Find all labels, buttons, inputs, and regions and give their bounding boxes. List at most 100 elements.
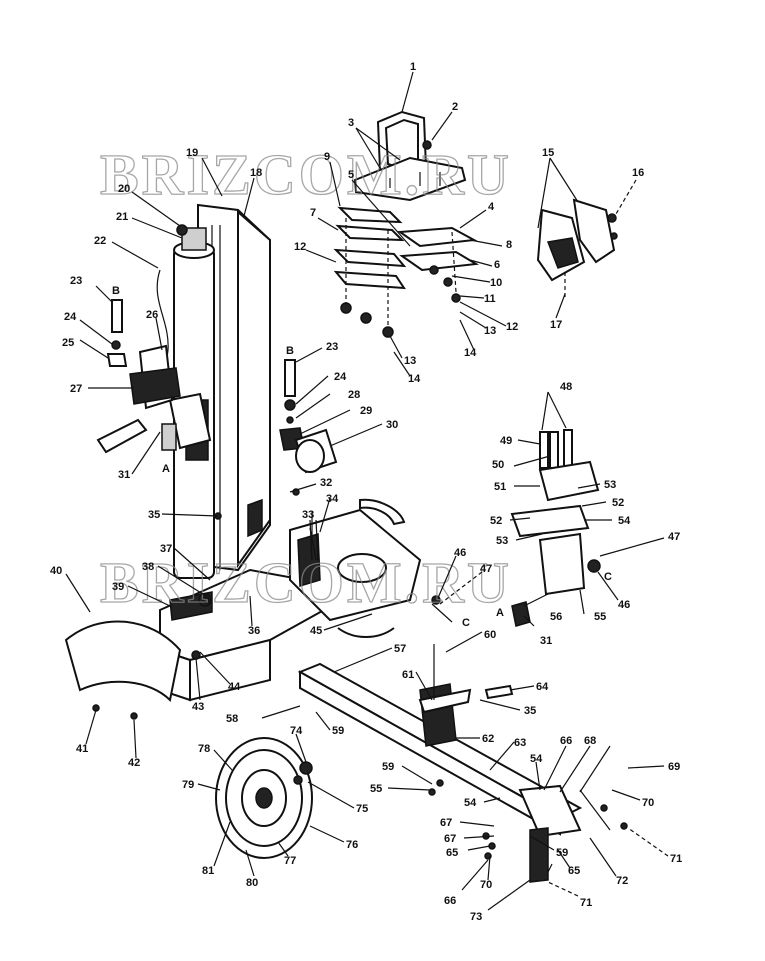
fittings-center: [279, 359, 338, 474]
engine-mount: [289, 498, 422, 638]
vertical-beam: [197, 203, 271, 572]
callout-73: 73: [470, 911, 482, 923]
callout-8: 8: [506, 239, 512, 251]
callout-6: 6: [494, 259, 500, 271]
callout-66b: 66: [444, 895, 456, 907]
callout-20: 20: [118, 183, 130, 195]
callout-60: 60: [484, 629, 496, 641]
watermark-middle: BRIZCOM.RU: [100, 550, 512, 615]
callout-10: 10: [490, 277, 502, 289]
callout-65b: 65: [568, 865, 580, 877]
callout-9: 9: [324, 151, 330, 163]
callout-62: 62: [482, 733, 494, 745]
callout-46b: 46: [618, 599, 630, 611]
tongue-beam: [297, 662, 583, 883]
callout-4: 4: [488, 201, 495, 213]
callout-78: 78: [198, 743, 210, 755]
callout-72: 72: [616, 875, 628, 887]
callout-35b: 35: [524, 705, 536, 717]
callout-56: 56: [550, 611, 562, 623]
callout-67b: 67: [444, 833, 456, 845]
guide-plates: [333, 206, 407, 338]
callout-67: 67: [440, 817, 452, 829]
callout-25: 25: [62, 337, 74, 349]
pump-coupling: [510, 429, 601, 627]
hydraulic-cylinder: [168, 224, 215, 579]
callout-11: 11: [484, 293, 496, 305]
callout-labels: 1 2 3 9 5 4 7 12 8 6 10 11 12 13 14 13 1…: [50, 61, 682, 923]
callout-57: 57: [394, 643, 406, 655]
callout-5: 5: [348, 169, 354, 181]
callout-40: 40: [50, 565, 62, 577]
watermark-top: BRIZCOM.RU: [100, 142, 512, 207]
callout-33: 33: [302, 509, 314, 521]
callout-52: 52: [490, 515, 502, 527]
callout-23: 23: [70, 275, 82, 287]
callout-42: 42: [128, 757, 140, 769]
callout-49: 49: [500, 435, 512, 447]
callout-70b: 70: [480, 879, 492, 891]
callout-14: 14: [464, 347, 477, 359]
callout-2: 2: [452, 101, 458, 113]
callout-26: 26: [146, 309, 158, 321]
callout-75: 75: [356, 803, 368, 815]
callout-13b: 13: [404, 355, 416, 367]
callout-54c: 54: [530, 753, 543, 765]
callout-35: 35: [148, 509, 160, 521]
callout-59: 59: [332, 725, 344, 737]
callout-22: 22: [94, 235, 106, 247]
callout-B: B: [112, 285, 120, 297]
callout-52b: 52: [612, 497, 624, 509]
callout-48: 48: [560, 381, 572, 393]
callout-76: 76: [346, 839, 358, 851]
callout-3: 3: [348, 117, 354, 129]
callout-66: 66: [560, 735, 572, 747]
callout-41: 41: [76, 743, 88, 755]
callout-16: 16: [632, 167, 644, 179]
callout-18: 18: [250, 167, 262, 179]
callout-Cb: C: [604, 571, 612, 583]
callout-38: 38: [142, 561, 154, 573]
callout-28: 28: [348, 389, 360, 401]
callout-23b: 23: [326, 341, 338, 353]
callout-12b: 12: [506, 321, 518, 333]
callout-A2: A: [496, 607, 504, 619]
callout-A: A: [162, 463, 170, 475]
callout-46: 46: [454, 547, 466, 559]
fender: [64, 620, 182, 703]
slide-plates: [397, 226, 480, 303]
callout-29: 29: [360, 405, 372, 417]
callout-74: 74: [290, 725, 303, 737]
callout-58: 58: [226, 713, 238, 725]
callout-71: 71: [670, 853, 682, 865]
callout-C: C: [462, 617, 470, 629]
wheel: [215, 737, 313, 859]
callout-80: 80: [246, 877, 258, 889]
callout-69: 69: [668, 761, 680, 773]
callout-17: 17: [550, 319, 562, 331]
callout-59c: 59: [556, 847, 568, 859]
callout-24b: 24: [334, 371, 347, 383]
callout-51: 51: [494, 481, 506, 493]
callout-36: 36: [248, 625, 260, 637]
callout-31b: 31: [540, 635, 552, 647]
callout-61: 61: [402, 669, 414, 681]
callout-50: 50: [492, 459, 504, 471]
callout-55: 55: [594, 611, 606, 623]
callout-47b: 47: [668, 531, 680, 543]
callout-43: 43: [192, 701, 204, 713]
callout-54: 54: [618, 515, 631, 527]
callout-64: 64: [536, 681, 549, 693]
callout-31: 31: [118, 469, 130, 481]
callout-12: 12: [294, 241, 306, 253]
guard-brackets: [536, 198, 618, 300]
callout-54b: 54: [464, 797, 477, 809]
callout-70: 70: [642, 797, 654, 809]
callout-14b: 14: [408, 373, 421, 385]
callout-B2: B: [286, 345, 294, 357]
callout-79: 79: [182, 779, 194, 791]
callout-59b: 59: [382, 761, 394, 773]
wedge-assembly: [353, 110, 467, 202]
callout-53: 53: [604, 479, 616, 491]
